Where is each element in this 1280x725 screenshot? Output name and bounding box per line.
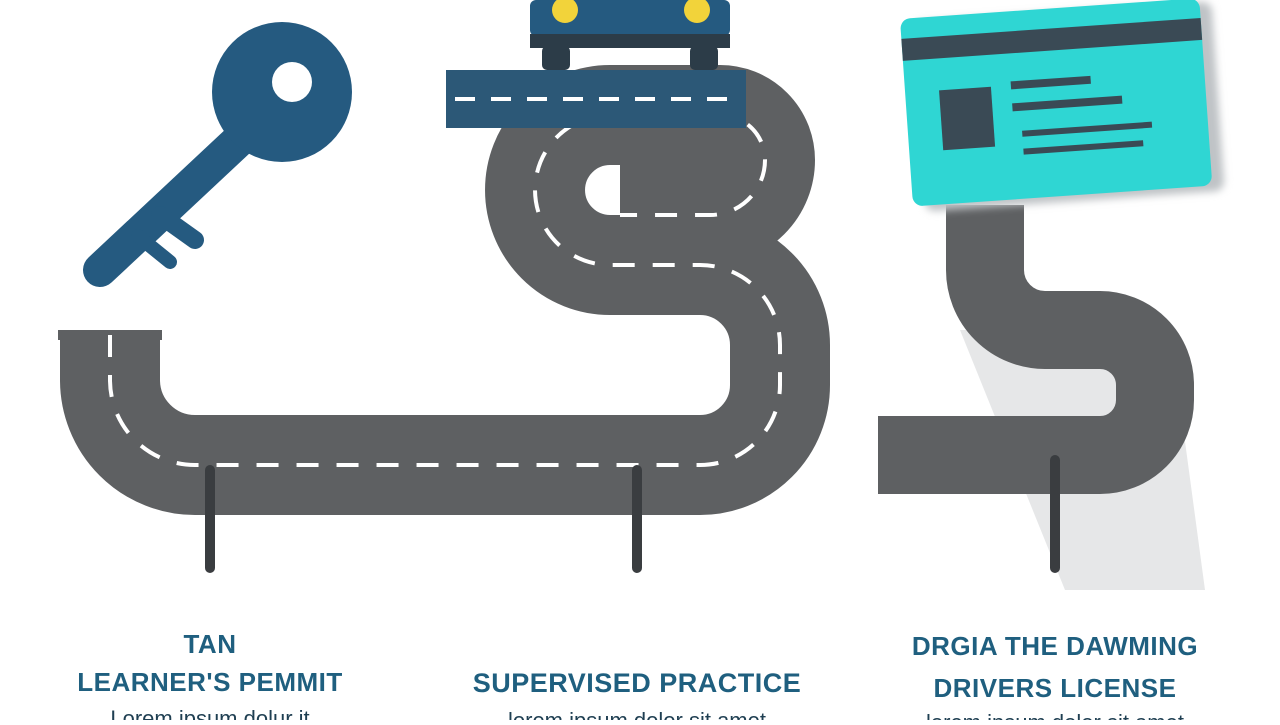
stage-2-caption: lorem ipsum dolor sit amet	[437, 708, 837, 720]
key-icon	[83, 22, 352, 287]
stage-label-drivers-license: DRGIA THE DAWMING DRIVERS LICENSE	[890, 625, 1220, 709]
stage-3-caption: lorem ipsum dolor sit amet	[890, 710, 1220, 720]
stage-2-title-line-1: SUPERVISED PRACTICE	[472, 668, 802, 698]
stage-1-title-line-2: LEARNER'S PEMMIT	[77, 667, 343, 697]
stage-markers	[205, 455, 1060, 573]
road-main	[58, 65, 830, 515]
car-icon	[530, 0, 730, 70]
stage-label-learners-permit: TAN LEARNER'S PEMMIT	[40, 625, 380, 701]
stage-1-caption: Lorem ipsum dolur it	[110, 706, 310, 720]
license-card-icon	[900, 0, 1225, 211]
stage-3-title-line-1: DRGIA THE DAWMING	[911, 631, 1199, 661]
road-right	[878, 205, 1205, 590]
stage-label-supervised-practice: SUPERVISED PRACTICE	[437, 664, 837, 702]
stage-3-title-line-2: DRIVERS LICENSE	[933, 673, 1177, 703]
road-top-blue	[446, 70, 746, 128]
stage-1-title-line-1: TAN	[183, 629, 237, 659]
